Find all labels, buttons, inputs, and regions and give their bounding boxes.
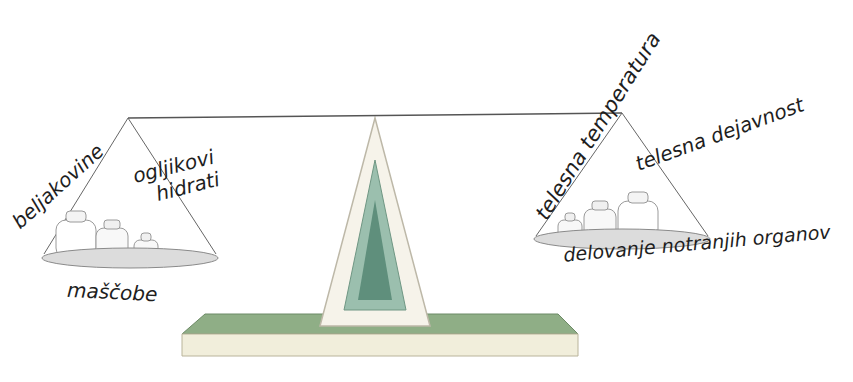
left-pan (42, 248, 218, 268)
weight-knob (104, 220, 120, 229)
base-front (182, 334, 578, 356)
weight-knob (565, 213, 575, 221)
weight-knob (66, 211, 86, 222)
beam (128, 113, 622, 118)
nutrient-label: ogljikovi hidrati (114, 146, 222, 215)
energy-use-label: telesna dejavnost (632, 93, 807, 175)
weight-knob (141, 233, 151, 241)
weight-knob (592, 201, 608, 210)
nutrient-label: beljakovine (8, 139, 109, 233)
pillar (320, 118, 430, 326)
pillar-shade (358, 200, 392, 300)
nutrient-label: maščobe (66, 278, 157, 306)
pillar-inner (344, 160, 406, 310)
weight-knob (628, 192, 648, 203)
